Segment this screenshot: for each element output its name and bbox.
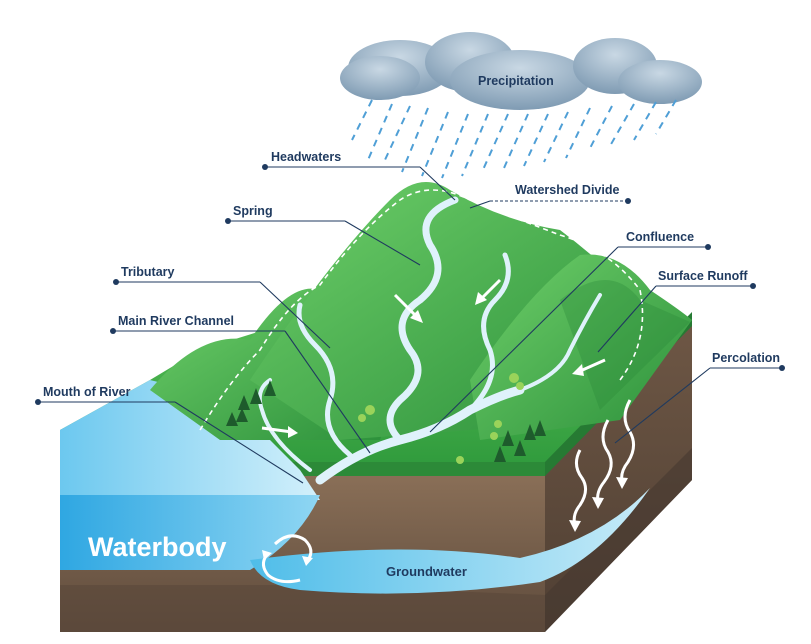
runoff-arrows <box>261 278 606 438</box>
exchange-arrows <box>261 534 313 584</box>
main-river-channel-label: Main River Channel <box>118 314 234 328</box>
percolation-label: Percolation <box>712 351 780 365</box>
waterbody-surface <box>60 380 320 500</box>
main-river <box>315 385 525 485</box>
precipitation-label: Precipitation <box>478 74 554 88</box>
waterbody-label: Waterbody <box>88 532 227 562</box>
tributary-label: Tributary <box>121 265 175 279</box>
confluence-label: Confluence <box>626 230 694 244</box>
groundwater-label: Groundwater <box>386 564 467 579</box>
watershed-divide-line <box>199 189 644 431</box>
tributary-far-right <box>518 293 602 392</box>
waterbody-front <box>60 495 320 570</box>
leader-lines <box>35 164 785 484</box>
trees <box>226 380 546 462</box>
round-trees <box>358 373 524 464</box>
rain-streaks <box>351 99 677 179</box>
stream-left <box>257 378 312 472</box>
groundwater-lens <box>250 488 650 594</box>
watershed-divide-label: Watershed Divide <box>515 183 619 197</box>
mountain-right <box>470 254 692 440</box>
spring-label: Spring <box>233 204 273 218</box>
surface-runoff-label: Surface Runoff <box>658 269 748 283</box>
percolation-arrows <box>572 399 635 526</box>
tributary-right <box>467 252 511 413</box>
main-river-upper <box>386 196 459 444</box>
headwaters-label: Headwaters <box>271 150 341 164</box>
mouth-of-river-label: Mouth of River <box>43 385 131 399</box>
cloud-group <box>340 32 702 110</box>
tributary-left <box>296 302 353 458</box>
